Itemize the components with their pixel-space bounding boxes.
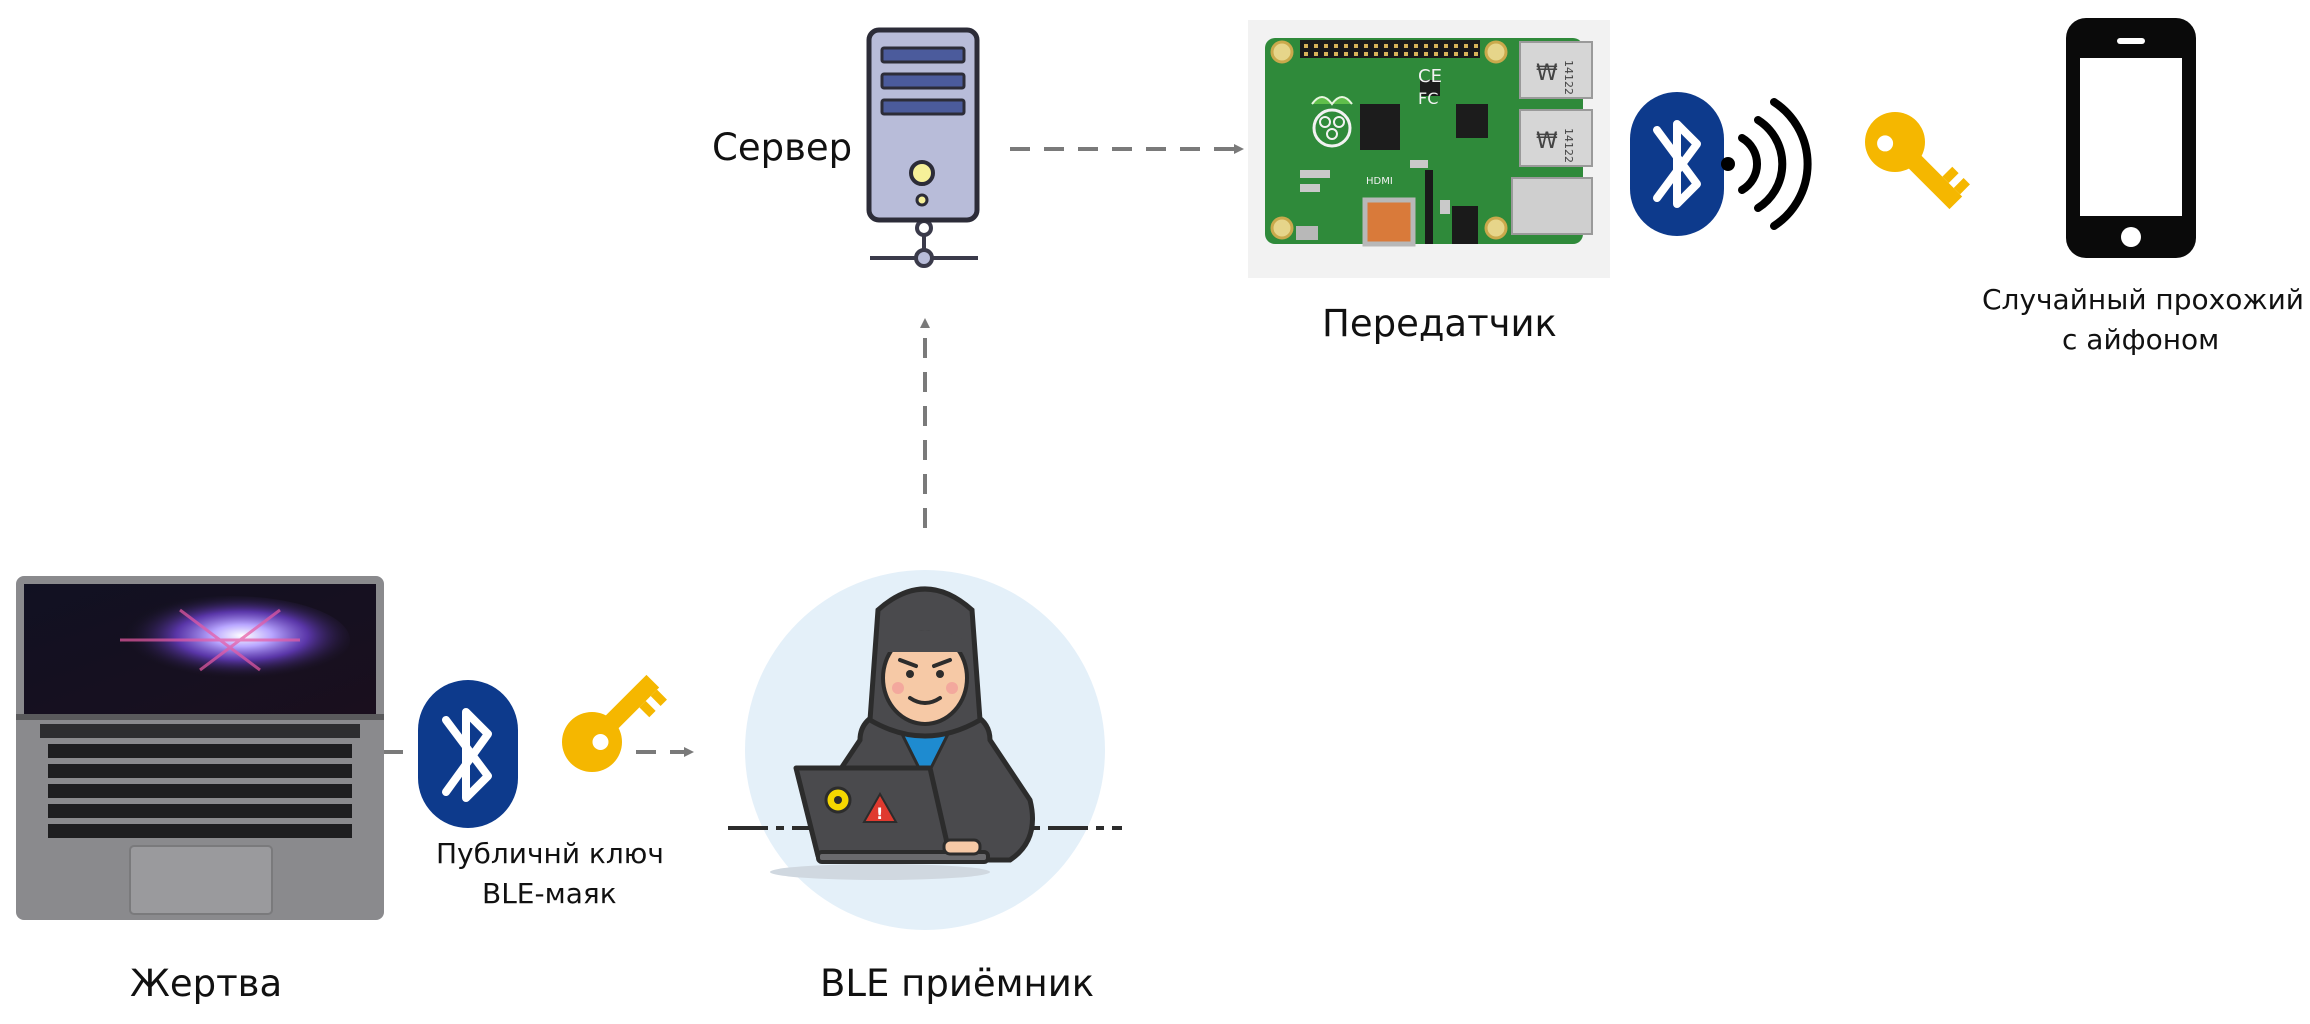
fc-mark: FC xyxy=(1418,89,1438,108)
usb-hash-bottom: ₩ xyxy=(1536,129,1558,154)
key-icon xyxy=(1865,112,1970,210)
transmitter-label: Передатчик xyxy=(1322,302,1557,345)
ce-mark: CE xyxy=(1418,66,1442,87)
raspberry-logo xyxy=(1311,96,1353,148)
raspberry-pi-icon: CE FC HDMI 14122 14122 ₩ ₩ xyxy=(1248,20,1610,278)
smartphone-icon xyxy=(2066,18,2196,258)
server-icon xyxy=(866,27,980,268)
warning-icon: ! xyxy=(876,804,883,823)
bluetooth-icon xyxy=(1630,92,1724,236)
public-key-label-line2: BLE-маяк xyxy=(482,877,617,910)
bluetooth-icon-bottom xyxy=(418,680,518,828)
hacker-icon: ! xyxy=(728,570,1122,930)
server-label: Сервер xyxy=(712,126,853,169)
usb-hash-top: ₩ xyxy=(1536,61,1558,86)
victim-label: Жертва xyxy=(130,962,283,1005)
laptop-icon xyxy=(16,576,384,920)
wifi-waves-icon xyxy=(1721,98,1812,230)
key-icon-bottom xyxy=(562,674,667,772)
usb-ports: 14122 14122 ₩ ₩ xyxy=(1511,41,1593,235)
public-key-label-line1: Публичнй ключ xyxy=(436,837,664,870)
usb-code-bottom: 14122 xyxy=(1562,128,1575,163)
passerby-label-line2: с айфоном xyxy=(2062,323,2220,356)
hdmi-mark: HDMI xyxy=(1366,176,1393,187)
receiver-label: BLE приёмник xyxy=(820,962,1095,1005)
passerby-label-line1: Случайный прохожий xyxy=(1982,283,2304,316)
usb-code-top: 14122 xyxy=(1562,60,1575,95)
